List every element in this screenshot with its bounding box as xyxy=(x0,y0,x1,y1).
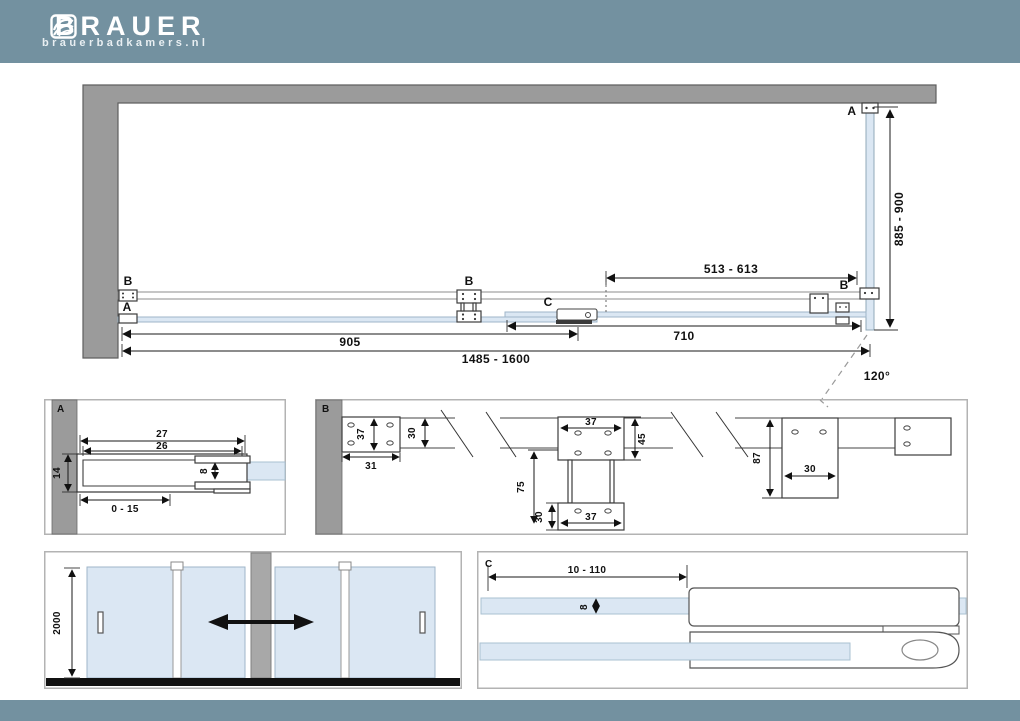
svg-text:710: 710 xyxy=(673,329,694,343)
angle-leader-tail xyxy=(819,399,829,408)
slide-direction-arrow xyxy=(208,614,314,630)
stopper-hole xyxy=(901,639,939,661)
dim-profile-height: 14 xyxy=(52,453,78,493)
svg-text:513 - 613: 513 - 613 xyxy=(704,262,758,276)
label-c: C xyxy=(544,295,553,309)
dim-bottom-plate-width: 37 xyxy=(560,512,622,527)
dim-wall-plate-height: 37 xyxy=(356,418,378,451)
svg-text:2000: 2000 xyxy=(52,611,63,635)
wall xyxy=(82,84,937,359)
angle-label: 120° xyxy=(864,369,890,383)
dim-mid-plate-height: 45 xyxy=(624,416,648,461)
dim-side-height: 885 - 900 xyxy=(874,106,906,331)
bracket-b-left xyxy=(118,289,138,302)
svg-text:27: 27 xyxy=(156,429,168,440)
dim-glass-thickness: 8 xyxy=(579,598,600,614)
dim-inner-depth: 26 xyxy=(82,441,243,456)
glass-door-right xyxy=(504,311,867,318)
dim-door-right: 710 xyxy=(506,320,862,343)
svg-text:45: 45 xyxy=(637,433,648,445)
svg-text:8: 8 xyxy=(579,604,590,610)
svg-text:8: 8 xyxy=(199,468,210,474)
label-b-mid: B xyxy=(465,274,474,288)
plan-view-drawing: A B A B C B xyxy=(82,84,937,399)
detail-b-label: B xyxy=(322,404,329,415)
top-track xyxy=(117,291,869,300)
upper-clamp xyxy=(688,587,960,635)
dim-adjust-range: 10 - 110 xyxy=(487,565,688,591)
handle-left xyxy=(97,611,104,634)
detail-b-panel xyxy=(315,399,968,535)
dim-bottom-plate-height: 30 xyxy=(534,502,558,531)
svg-text:30: 30 xyxy=(804,464,816,475)
handle-right xyxy=(419,611,426,634)
dim-rail-height: 30 xyxy=(407,418,429,448)
dim-fixed-top: 513 - 613 xyxy=(605,262,858,315)
corner-bracket xyxy=(781,417,839,499)
svg-text:905: 905 xyxy=(339,335,360,349)
brauer-logo: BRAUER xyxy=(50,11,207,41)
svg-text:37: 37 xyxy=(585,512,597,523)
label-a-left: A xyxy=(123,300,132,314)
bracket-b-mid xyxy=(456,289,482,323)
floor xyxy=(46,678,460,686)
dim-wall-plate-width: 31 xyxy=(341,453,401,472)
svg-text:37: 37 xyxy=(356,428,367,440)
front-view-drawing: 2000 xyxy=(44,551,462,689)
dim-mid-plate-width: 37 xyxy=(560,417,622,432)
dim-drop: 75 xyxy=(516,449,558,524)
brauer-swirl-icon xyxy=(50,14,77,39)
dim-corner-width: 30 xyxy=(784,464,836,480)
bracket-b-right xyxy=(809,287,880,325)
detail-a-drawing: A 27 26 14 8 0 - 15 xyxy=(44,399,286,535)
dim-total-width: 1485 - 1600 xyxy=(121,344,871,366)
angle-leader-dashed xyxy=(821,334,868,399)
wall-plate xyxy=(341,416,401,453)
svg-text:885 - 900: 885 - 900 xyxy=(892,192,906,246)
footer-bar xyxy=(0,700,1020,721)
svg-text:87: 87 xyxy=(752,452,763,464)
center-wall xyxy=(250,552,272,679)
svg-text:30: 30 xyxy=(407,427,418,439)
door-stopper-c xyxy=(556,308,598,324)
svg-text:1485 - 1600: 1485 - 1600 xyxy=(462,352,530,366)
dim-outer-depth: 27 xyxy=(79,429,246,453)
wall-profile xyxy=(76,453,251,494)
svg-text:10 - 110: 10 - 110 xyxy=(568,565,607,576)
side-panel xyxy=(861,102,879,331)
detail-a-label: A xyxy=(57,404,64,415)
dim-glass-thickness: 8 xyxy=(199,462,219,480)
header-bar: BRAUER brauerbadkamers.nl xyxy=(0,0,1020,63)
svg-text:14: 14 xyxy=(52,467,63,479)
brand-domain: brauerbadkamers.nl xyxy=(42,37,209,49)
label-b-left: B xyxy=(124,274,133,288)
detail-c-label: C xyxy=(485,559,492,570)
svg-text:31: 31 xyxy=(365,461,377,472)
brand-name: BRAUER xyxy=(55,11,207,41)
svg-text:37: 37 xyxy=(585,417,597,428)
dim-height: 2000 xyxy=(52,567,80,679)
wall-profile-a-left xyxy=(118,313,138,324)
dim-adjustment: 0 - 15 xyxy=(79,494,171,515)
detail-c-drawing: C 10 - 110 8 xyxy=(477,551,968,689)
break-marks xyxy=(440,409,749,458)
dim-door-left: 905 xyxy=(121,327,579,349)
label-b-right: B xyxy=(840,278,849,292)
svg-text:75: 75 xyxy=(516,481,527,493)
wall-section xyxy=(315,399,343,535)
label-a-right: A xyxy=(847,104,856,118)
svg-text:30: 30 xyxy=(534,511,545,523)
svg-text:0 - 15: 0 - 15 xyxy=(111,504,139,515)
dim-corner-height: 87 xyxy=(752,419,782,499)
svg-text:26: 26 xyxy=(156,441,168,452)
glass-door-left xyxy=(117,316,598,323)
wall-section xyxy=(51,399,78,535)
glass-sliding xyxy=(479,642,851,661)
end-connector xyxy=(894,417,952,456)
detail-b-drawing: B 37 30 31 37 xyxy=(315,399,968,535)
